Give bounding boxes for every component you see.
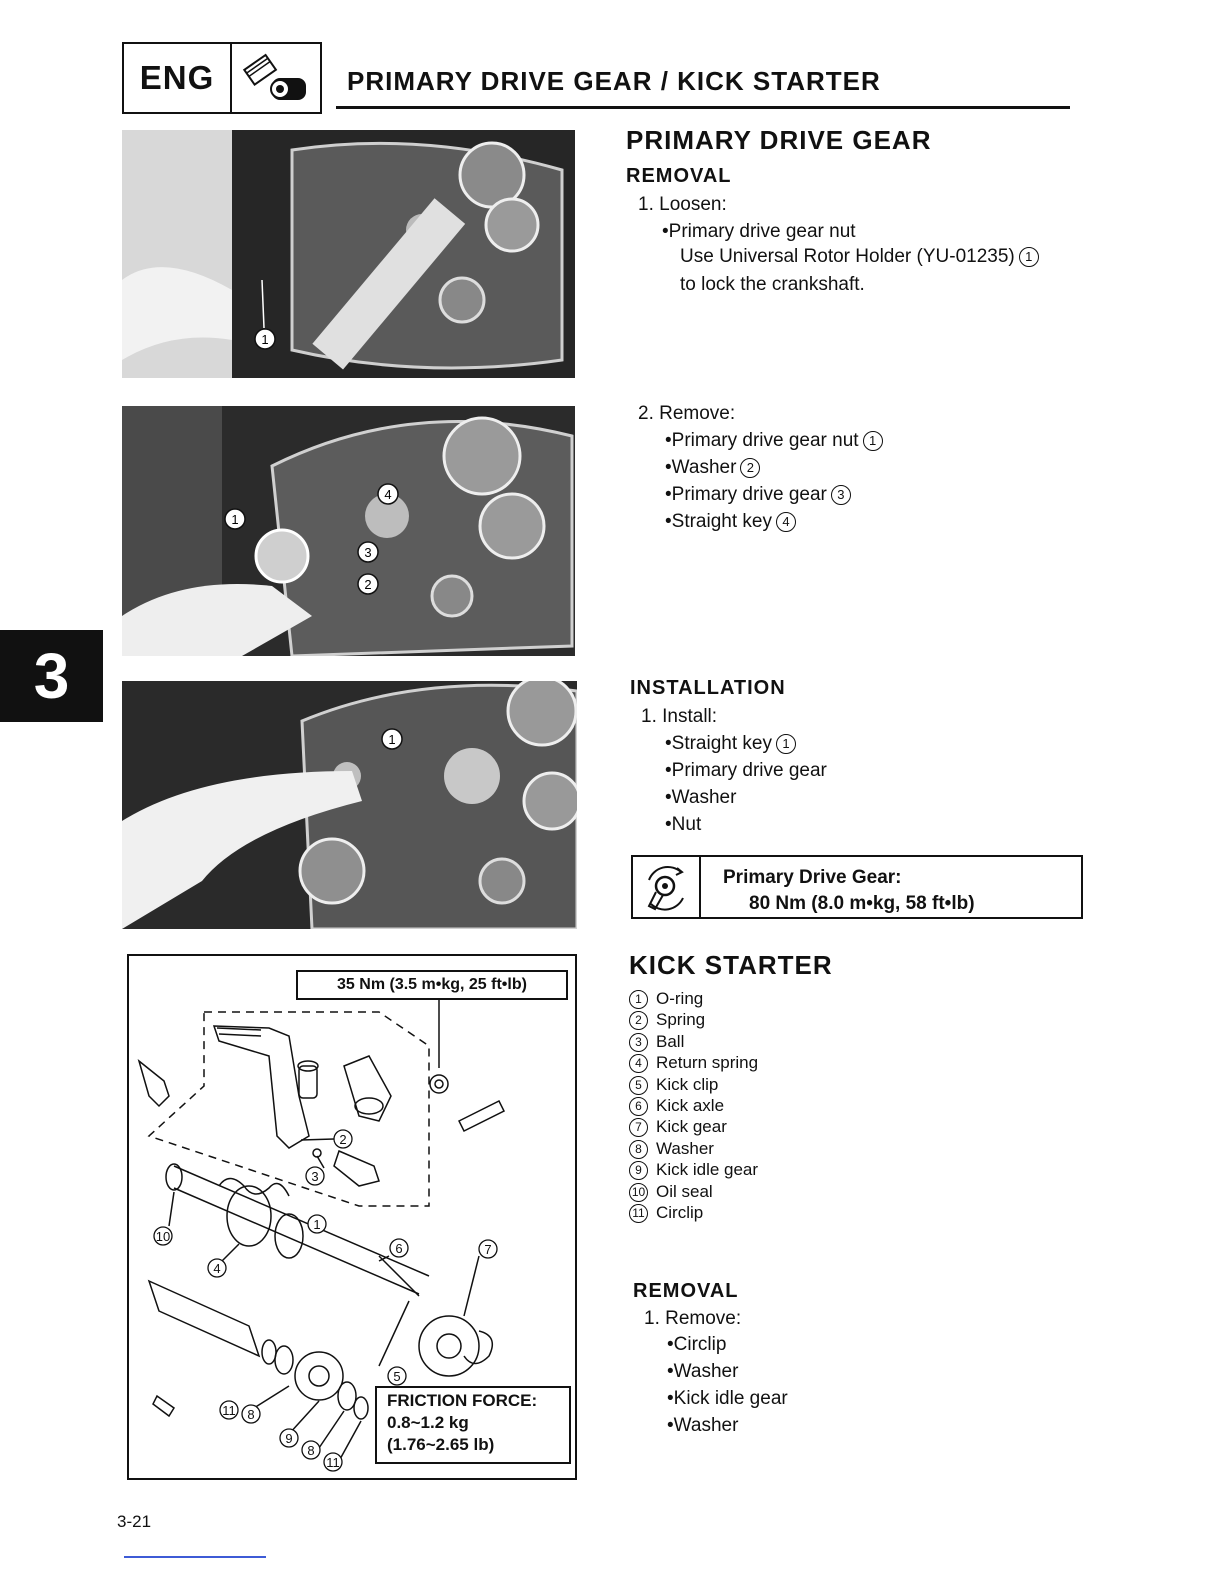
photo1-callout-1: 1 xyxy=(261,332,268,347)
engine-piston-icon xyxy=(232,44,320,112)
photo2-callout-2: 2 xyxy=(364,577,371,592)
note-line-2: to lock the crankshaft. xyxy=(680,274,865,295)
page-number: 3-21 xyxy=(117,1512,152,1531)
torque-value: 80 Nm (8.0 m•kg, 58 ft•lb) xyxy=(749,893,975,914)
photo2-callout-1: 1 xyxy=(231,512,238,527)
diagram-callout: 11 xyxy=(326,1455,340,1470)
list-item: Washer xyxy=(665,784,827,811)
section-badge: ENG xyxy=(122,42,322,114)
torque-spec-box: Primary Drive Gear: 80 Nm (8.0 m•kg, 58 … xyxy=(631,855,1083,919)
exploded-view-drawing: 2 3 1 10 4 6 7 5 11 8 9 8 11 xyxy=(137,1000,506,1472)
photo-remove-gear: 1 2 3 4 xyxy=(122,406,575,656)
kick-starter-exploded-diagram: 35 Nm (3.5 m•kg, 25 ft•lb) xyxy=(127,954,577,1480)
kick-removal-step-1: 1. Remove: xyxy=(644,1308,742,1329)
removal-step-2: 2. Remove: xyxy=(638,403,736,424)
title-divider xyxy=(336,106,1070,109)
diagram-callout: 5 xyxy=(393,1369,400,1384)
diagram-callout: 3 xyxy=(311,1169,318,1184)
kick-removal-list: Circlip Washer Kick idle gear Washer xyxy=(667,1331,788,1439)
chapter-tab: 3 xyxy=(0,630,103,722)
friction-title: FRICTION FORCE: xyxy=(387,1391,538,1410)
ref-callout: 1 xyxy=(1018,247,1039,267)
diagram-callout: 10 xyxy=(156,1229,170,1244)
list-item: Kick idle gear xyxy=(667,1385,788,1412)
diagram-torque-label: 35 Nm (3.5 m•kg, 25 ft•lb) xyxy=(296,970,568,1000)
kick-starter-heading: KICK STARTER xyxy=(629,950,833,980)
torque-wrench-icon xyxy=(633,857,701,917)
photo2-callout-4: 4 xyxy=(384,487,391,502)
removal-step-1: 1. Loosen: xyxy=(638,194,727,215)
installation-step-1: 1. Install: xyxy=(641,706,718,727)
diagram-callout: 11 xyxy=(222,1403,236,1418)
bullet-text: Primary drive gear nut xyxy=(668,221,856,242)
diagram-callout: 8 xyxy=(307,1443,314,1458)
photo-loosen-nut: 1 xyxy=(122,130,575,378)
friction-force-box: FRICTION FORCE: 0.8~1.2 kg (1.76~2.65 lb… xyxy=(375,1386,571,1464)
list-item: Washer xyxy=(667,1412,788,1439)
photo2-callout-3: 3 xyxy=(364,545,371,560)
list-item: Nut xyxy=(665,811,827,838)
list-item: Circlip xyxy=(667,1331,788,1358)
diagram-callout: 7 xyxy=(484,1242,491,1257)
page-title: PRIMARY DRIVE GEAR / KICK STARTER xyxy=(347,66,881,96)
torque-label: Primary Drive Gear: xyxy=(723,867,902,888)
footer-divider xyxy=(124,1556,266,1558)
installation-heading: INSTALLATION xyxy=(630,677,786,699)
primary-drive-gear-heading: PRIMARY DRIVE GEAR xyxy=(626,125,932,155)
torque-spec-text: Primary Drive Gear: 80 Nm (8.0 m•kg, 58 … xyxy=(701,857,975,917)
photo-install-key: 1 xyxy=(122,681,577,929)
diagram-callout: 4 xyxy=(213,1261,220,1276)
section-label: ENG xyxy=(124,44,232,112)
note-line-1: Use Universal Rotor Holder (YU-01235) xyxy=(680,246,1015,267)
list-item: Primary drive gear xyxy=(665,757,827,784)
diagram-callout: 1 xyxy=(313,1217,320,1232)
friction-value-lb: (1.76~2.65 lb) xyxy=(387,1435,495,1454)
removal-heading: REMOVAL xyxy=(626,165,732,187)
removal-step-1-note: Use Universal Rotor Holder (YU-01235)1 t… xyxy=(680,243,1039,299)
kick-removal-heading: REMOVAL xyxy=(633,1280,739,1302)
friction-value-kg: 0.8~1.2 kg xyxy=(387,1413,469,1432)
diagram-callout: 6 xyxy=(395,1241,402,1256)
removal-step-1-bullet: Primary drive gear nut xyxy=(662,218,856,245)
list-item: Washer xyxy=(667,1358,788,1385)
diagram-callout: 9 xyxy=(285,1431,292,1446)
photo3-callout-1: 1 xyxy=(388,732,395,747)
diagram-callout: 8 xyxy=(247,1407,254,1422)
diagram-callout: 2 xyxy=(339,1132,346,1147)
